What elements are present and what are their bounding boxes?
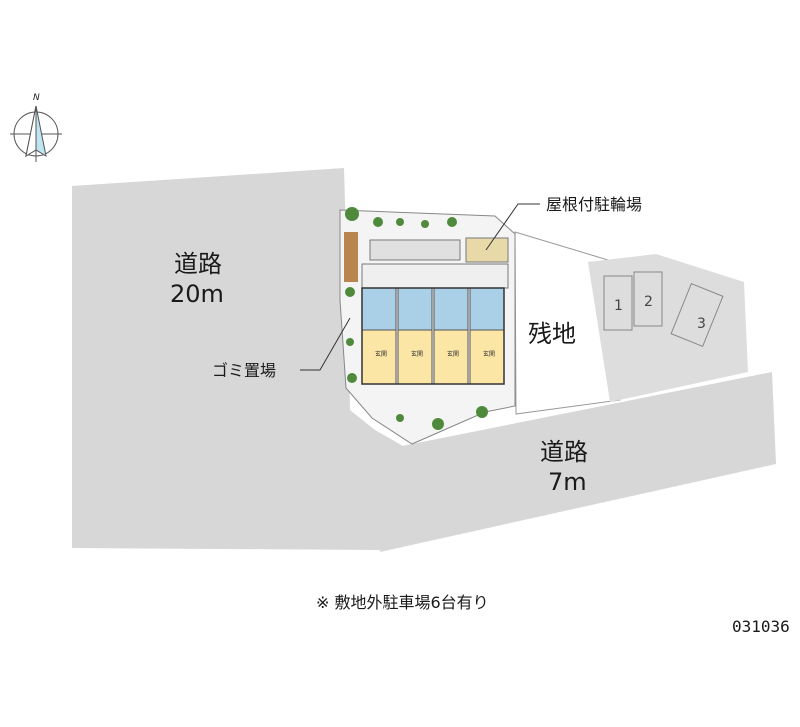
garbage-leader [300,317,351,371]
garbage-label: ゴミ置場 [212,361,276,380]
stair [369,239,461,261]
parking-slot-3 [670,282,724,348]
unit-1: 玄関 [361,287,397,385]
unit-4: 玄関 [469,287,505,385]
off-site-parking-note: ※ 敷地外駐車場6台有り [316,593,489,612]
map-code: 031036 [732,617,790,636]
road-20m [72,168,410,550]
road-20m-name: 道路 [174,250,222,278]
site-lot: 玄関 玄関 玄関 玄関 [339,207,516,445]
road-7m-name: 道路 [540,438,588,466]
unit-entrance-label-2: 玄関 [411,350,423,358]
bike-parking-label: 屋根付駐輪場 [546,195,642,214]
road-20m-width: 20m [170,280,224,308]
parking-slot-label-3: 3 [697,316,706,332]
parking-area: 1 2 3 [588,254,748,402]
greenery [344,207,488,430]
unit-2: 玄関 [397,287,433,385]
parking-slot-label-2: 2 [644,294,653,310]
unit-entrance-label-4: 玄関 [483,350,495,358]
bike-parking-roof [465,237,509,263]
road-7m-width: 7m [548,468,587,496]
parking-slot-2 [633,271,663,327]
unit-entrance-label-1: 玄関 [375,350,387,358]
compass-icon: N [10,93,62,162]
parking-slot-1 [603,275,633,331]
road-7m [380,372,776,552]
corridor [361,263,509,289]
compass-north-label: N [33,93,40,103]
unit-3: 玄関 [433,287,469,385]
unit-entrance-label-3: 玄関 [447,350,459,358]
building-outline [361,287,505,385]
parking-slot-label-1: 1 [614,298,623,314]
remaining-land-label: 残地 [528,320,576,348]
bike-parking-leader [485,203,540,251]
